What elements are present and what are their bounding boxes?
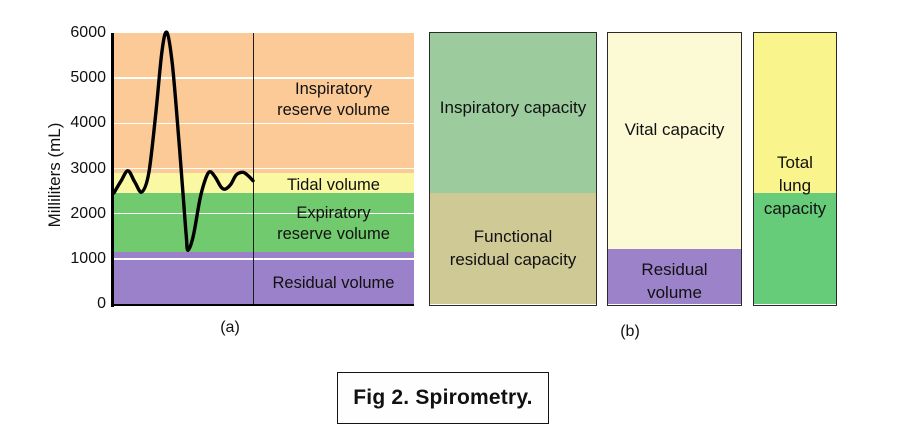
label-line: Expiratory	[296, 204, 371, 223]
y-tick-label: 6000	[70, 24, 106, 41]
bar-label: Residual volume	[608, 258, 741, 304]
band-expiratory-reserve-volume	[114, 193, 414, 253]
bar-label: Total lung capacity	[754, 151, 836, 220]
y-tick-label: 5000	[70, 69, 106, 87]
divider-line	[252, 33, 254, 304]
label-line: reserve volume	[277, 225, 390, 244]
gridline-3000	[114, 167, 414, 170]
y-tick-label: 1000	[70, 249, 106, 267]
spirogram-trace	[112, 30, 255, 253]
band-label-inspiratory-reserve-volume: Inspiratory reserve volume	[253, 79, 414, 121]
segment-functional-residual-capacity	[430, 193, 596, 304]
label-line: lung	[778, 176, 812, 196]
figure-caption-box: Fig 2. Spirometry.	[337, 372, 549, 424]
gridline-1000	[114, 258, 414, 260]
bar-label: Inspiratory capacity	[430, 96, 596, 119]
figure-caption: Fig 2. Spirometry.	[353, 386, 533, 409]
y-tick-label: 4000	[70, 114, 106, 132]
label-line: residual capacity	[449, 250, 577, 270]
segment-inspiratory-capacity	[430, 32, 596, 194]
total-lung-capacity-bar: Total lung capacity	[753, 31, 837, 307]
label-line: Inspiratory capacity	[439, 97, 587, 117]
label-line: Tidal volume	[287, 175, 380, 194]
band-label-expiratory-reserve-volume: Expiratory reserve volume	[253, 203, 414, 245]
band-label-tidal-volume: Tidal volume	[253, 175, 414, 196]
band-residual-volume	[114, 252, 414, 304]
gridline-4000	[114, 122, 414, 125]
y-tick-label: 2000	[70, 204, 106, 222]
band-label-residual-volume: Residual volume	[253, 273, 414, 294]
bar-label: Vital capacity	[608, 118, 741, 141]
label-line: Residual volume	[272, 274, 395, 293]
gridline-2000	[114, 212, 414, 215]
gridline-5000	[114, 77, 414, 79]
segment-vital-capacity	[608, 32, 741, 250]
y-tick-label: 0	[97, 295, 106, 312]
y-tick-label: 3000	[70, 159, 106, 177]
y-axis-line	[111, 32, 115, 307]
segment-residual-volume	[608, 249, 741, 304]
label-line: capacity	[763, 199, 827, 219]
band-tidal-volume	[114, 173, 414, 194]
label-line: volume	[647, 283, 702, 303]
spirogram-svg	[112, 30, 255, 253]
y-axis-title: Milliliters (mL)	[45, 122, 64, 228]
label-line: Functional	[473, 227, 553, 247]
panel-a-label: (a)	[220, 319, 240, 336]
label-line: Total	[777, 153, 813, 173]
segment-total-lung-capacity-upper	[754, 32, 836, 194]
bar-label: Functional residual capacity	[430, 225, 596, 271]
label-line: Inspiratory	[294, 80, 373, 99]
segment-total-lung-capacity-lower	[754, 193, 836, 304]
label-line: reserve volume	[277, 101, 390, 120]
label-line: Vital capacity	[624, 119, 725, 139]
panel-b-label: (b)	[620, 323, 640, 340]
label-line: Residual	[641, 260, 708, 280]
x-axis-line	[111, 303, 415, 307]
band-inspiratory-reserve-volume	[114, 33, 414, 174]
